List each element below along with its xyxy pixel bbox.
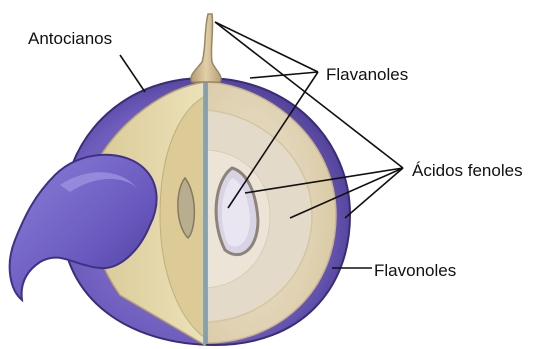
label-flavanoles: Flavanoles: [326, 66, 408, 83]
label-acidos-fenoles: Ácidos fenoles: [412, 162, 523, 179]
label-antocianos: Antocianos: [28, 30, 112, 47]
grape-stem: [191, 14, 221, 82]
center-seam: [203, 82, 208, 344]
label-flavonoles: Flavonoles: [374, 262, 456, 279]
leader-antocianos: [120, 55, 145, 92]
leader-flavanoles-1: [215, 22, 318, 72]
